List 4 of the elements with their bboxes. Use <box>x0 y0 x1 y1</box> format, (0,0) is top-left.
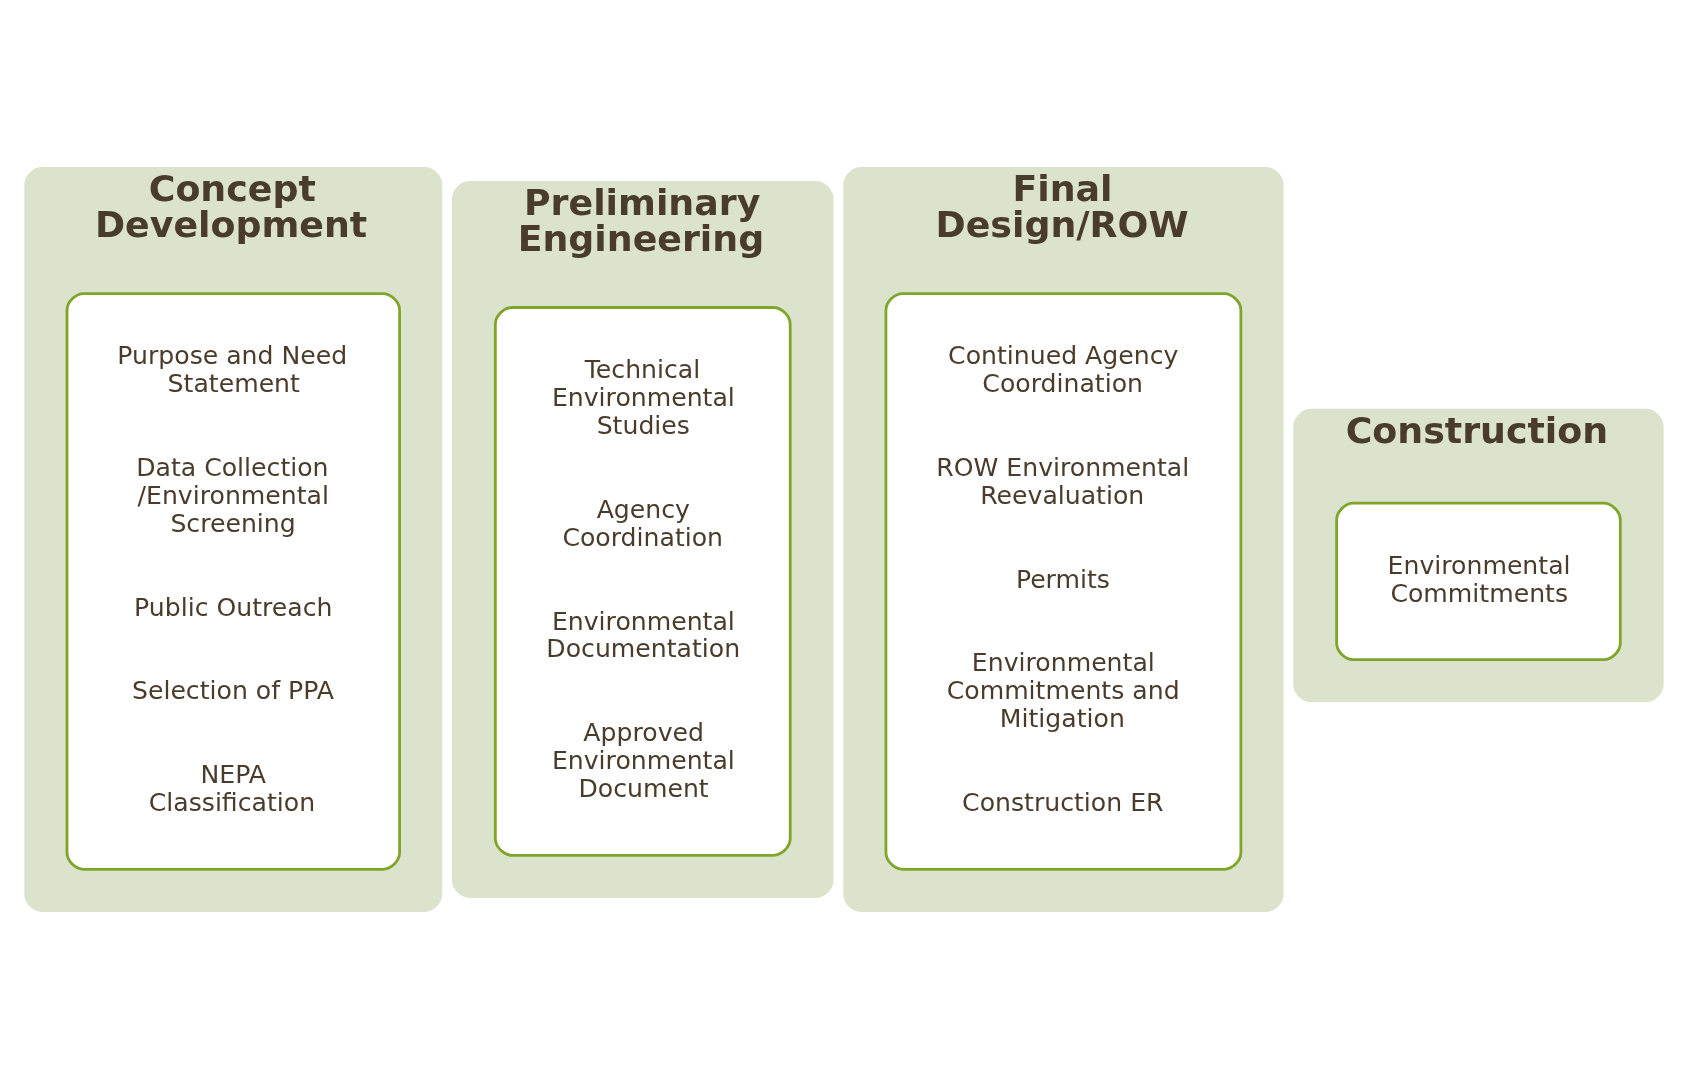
node-box: Purpose and Need Statement Data Collection /Environmental Screening Public Outreach Selection of PPA NEPA Classification <box>65 292 401 871</box>
node-box: Environmental Commitments <box>1335 501 1622 662</box>
node-box: Continued Agency Coordination ROW Environmental Reevaluation Permits Environmental Commitments and Mitigation Construction ER <box>884 292 1243 871</box>
node-box: Technical Environmental Studies Agency Coordination Environmental Documentation Approved Environmental Document <box>493 306 792 857</box>
